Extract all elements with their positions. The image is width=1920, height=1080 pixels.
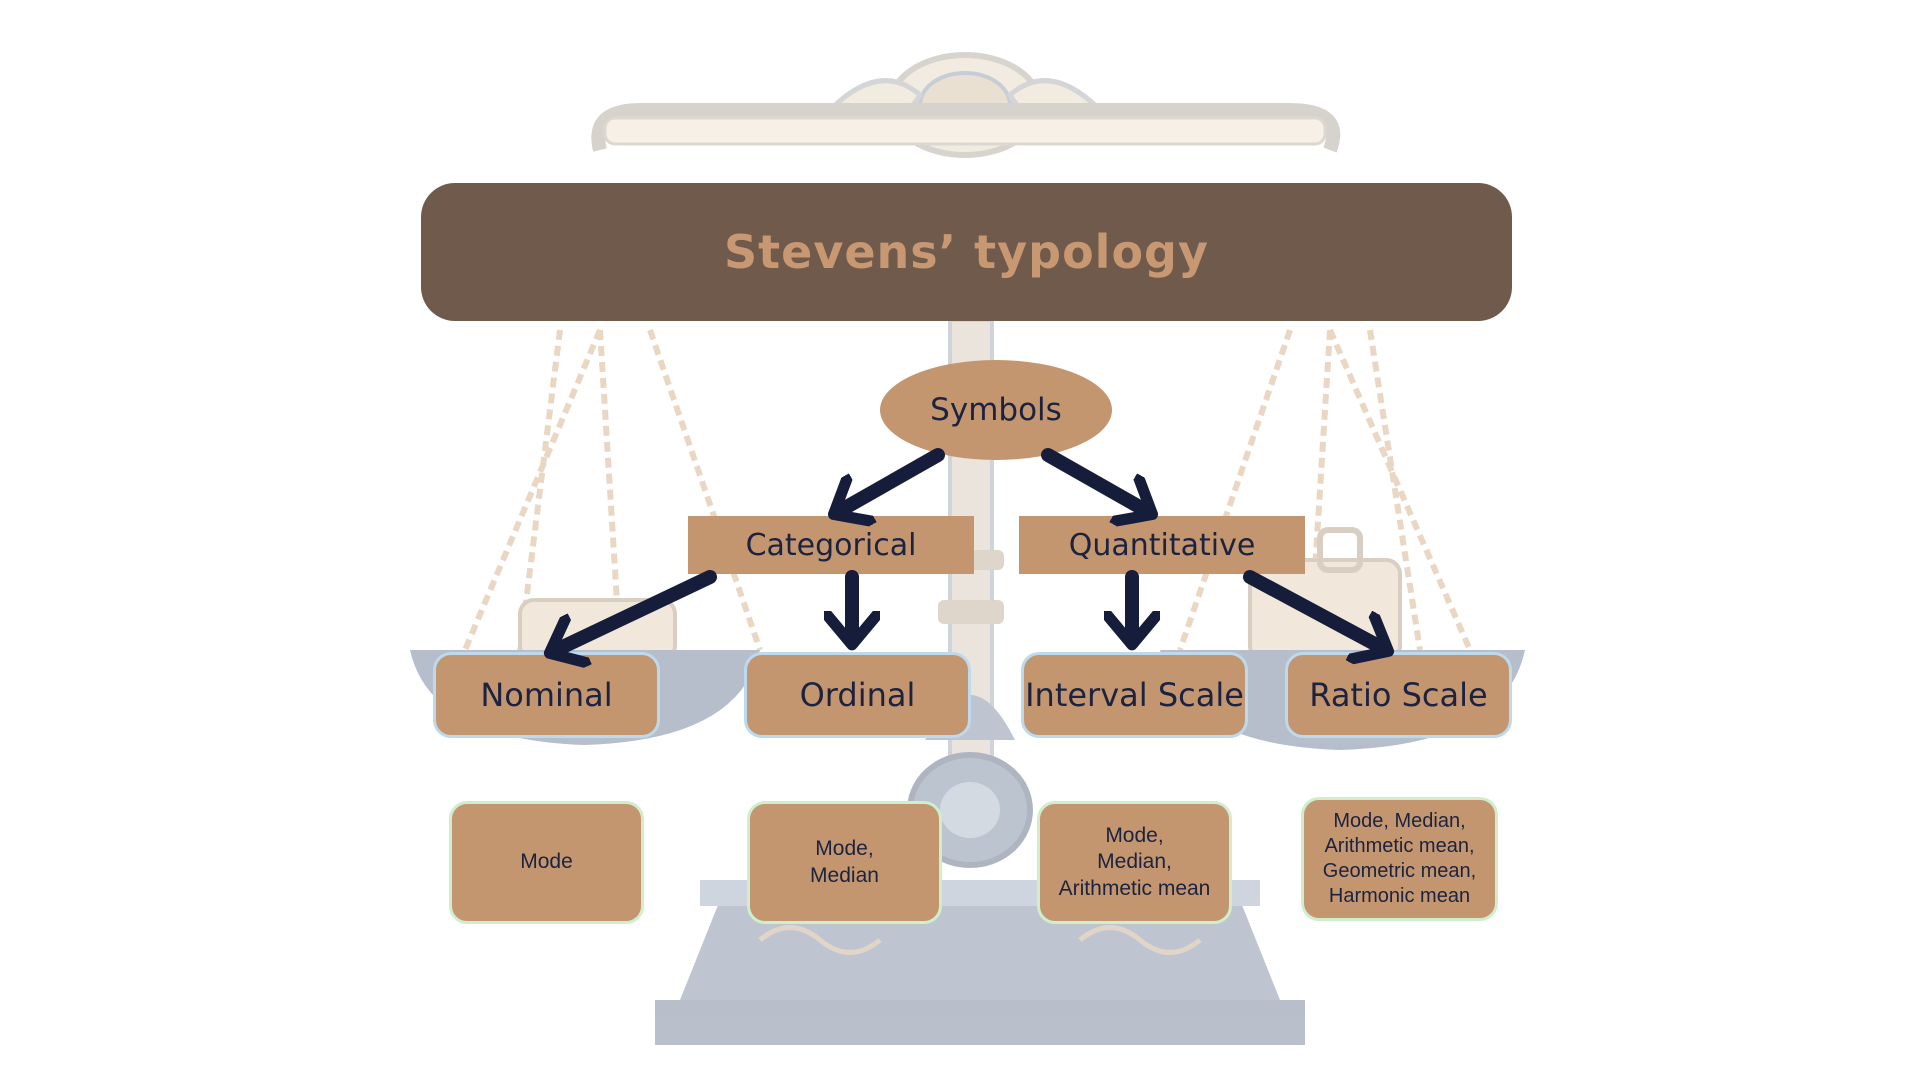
node-categorical-label: Categorical (745, 527, 917, 563)
node-nominal-label: Nominal (480, 676, 613, 714)
node-ratio-scale-label: Ratio Scale (1309, 676, 1488, 714)
node-quantitative: Quantitative (1019, 516, 1305, 574)
node-quantitative-label: Quantitative (1068, 527, 1256, 563)
node-interval-scale-label: Interval Scale (1025, 676, 1244, 714)
node-nominal: Nominal (433, 652, 660, 738)
node-interval-scale: Interval Scale (1021, 652, 1248, 738)
stats-interval-scale: Mode, Median, Arithmetic mean (1037, 801, 1232, 924)
stats-nominal: Mode (449, 801, 644, 924)
node-ordinal-label: Ordinal (799, 676, 916, 714)
diagram-title: Stevens’ typology (724, 225, 1209, 279)
node-symbols-label: Symbols (930, 392, 1062, 428)
node-symbols: Symbols (880, 360, 1112, 460)
node-categorical: Categorical (688, 516, 974, 574)
stats-ordinal: Mode, Median (747, 801, 942, 924)
stats-ratio-scale: Mode, Median, Arithmetic mean, Geometric… (1301, 797, 1498, 921)
title-banner: Stevens’ typology (421, 183, 1512, 321)
node-ordinal: Ordinal (744, 652, 971, 738)
node-ratio-scale: Ratio Scale (1285, 652, 1512, 738)
